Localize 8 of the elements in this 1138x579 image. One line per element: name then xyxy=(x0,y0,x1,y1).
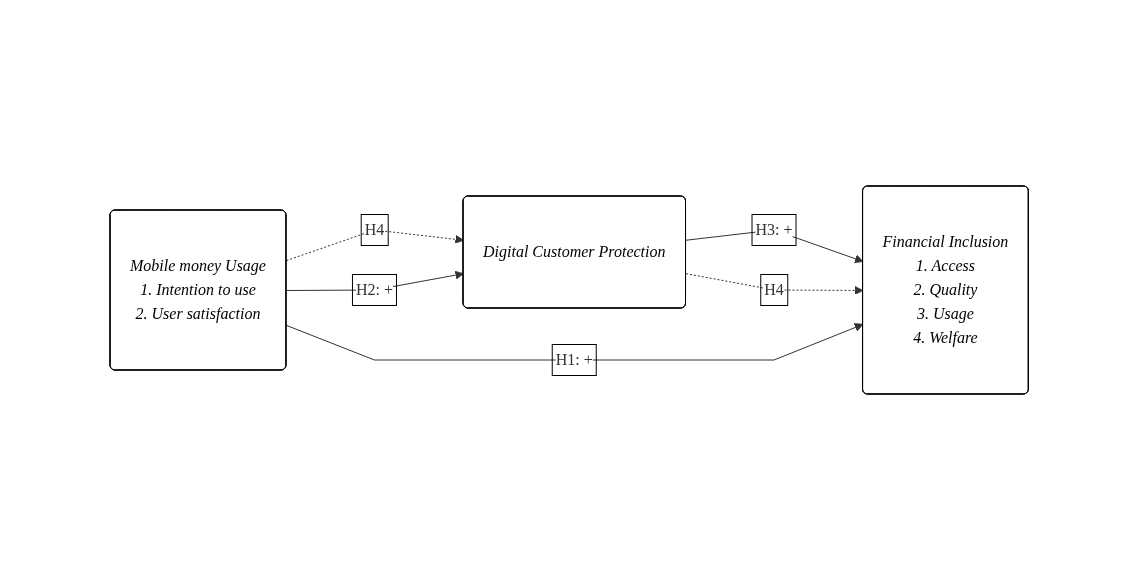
edge-label: H3: + xyxy=(755,220,793,238)
edge-label: H1: + xyxy=(555,350,593,368)
arrow xyxy=(685,272,864,295)
arrow xyxy=(285,322,864,360)
edge-label: H4 xyxy=(364,220,385,238)
arrow xyxy=(285,229,464,261)
edge-label: H2: + xyxy=(355,280,393,298)
edge-label: H4 xyxy=(764,280,784,298)
